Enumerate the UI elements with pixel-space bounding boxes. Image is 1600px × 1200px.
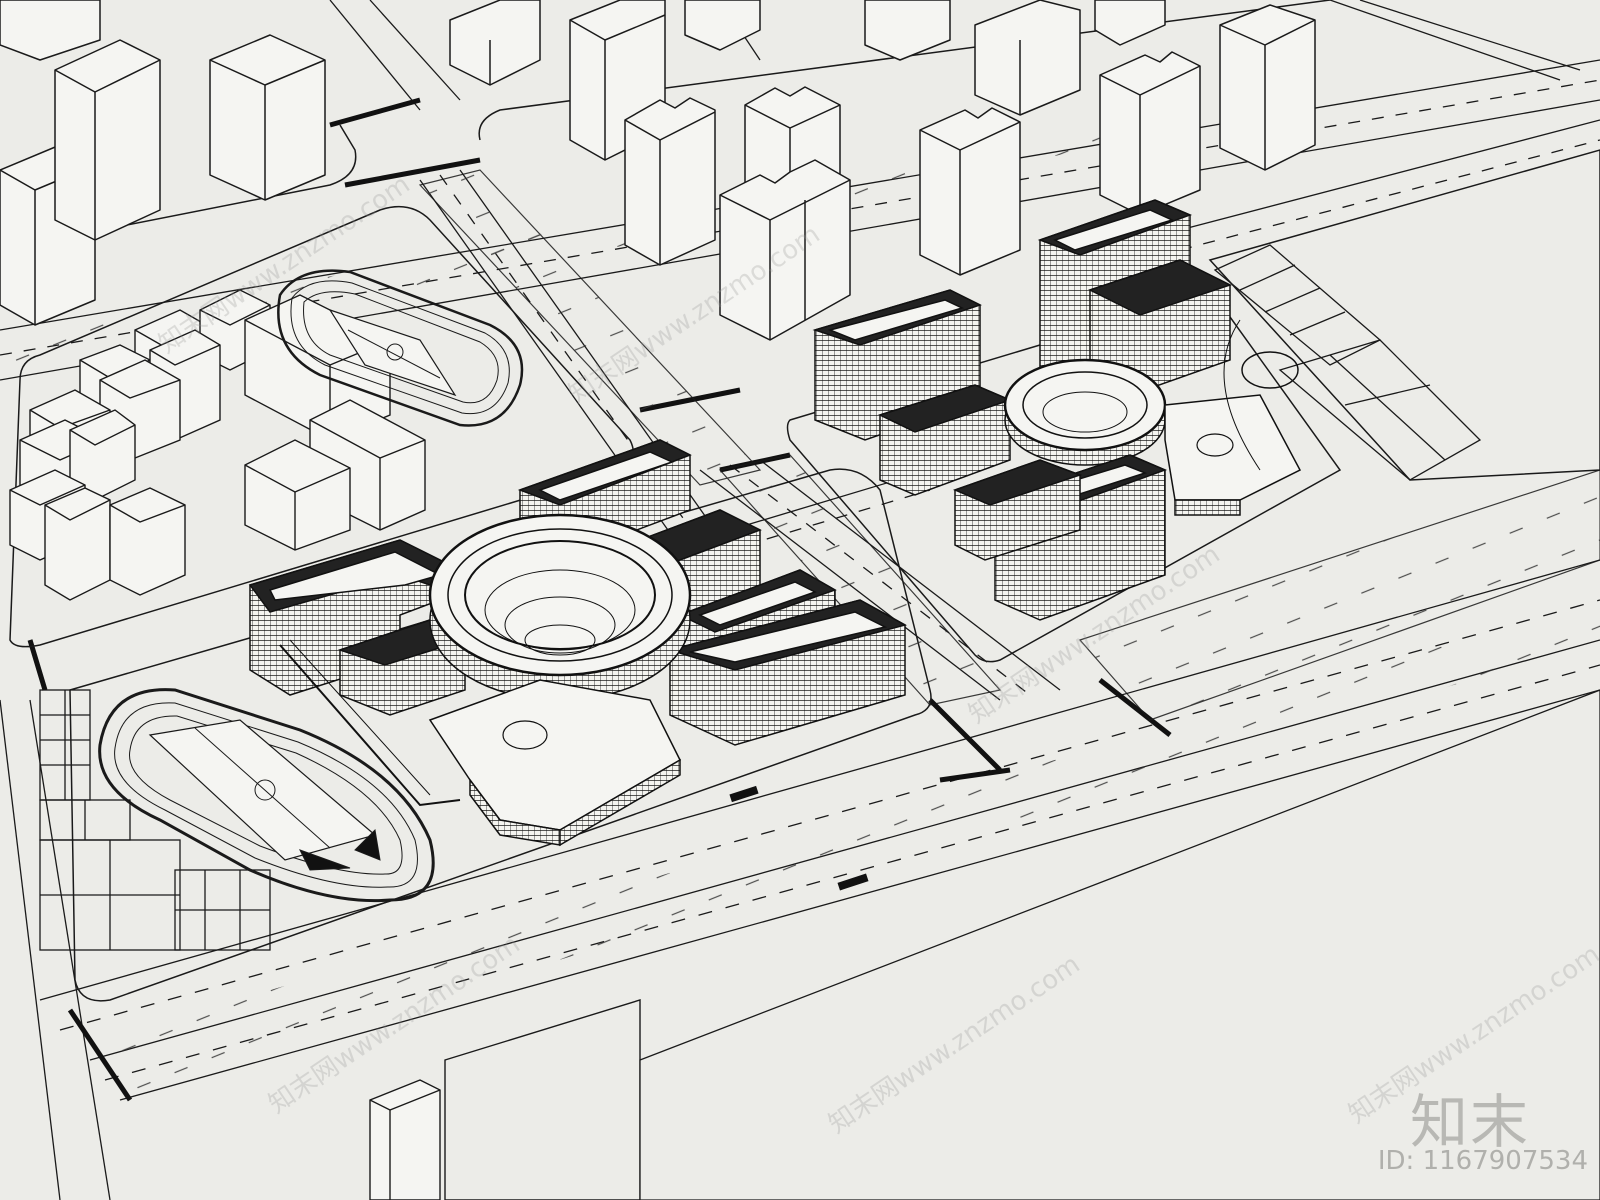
low-rise-cluster — [9, 289, 426, 601]
tower-c — [209, 34, 326, 201]
running-track-upper — [277, 269, 524, 427]
podium-building — [428, 679, 681, 847]
right-west-annex — [877, 384, 1013, 496]
tower-k — [919, 107, 1021, 276]
right-south-annex — [952, 459, 1083, 561]
school-campus-left — [248, 439, 907, 847]
tower-m — [1099, 51, 1201, 216]
tower-e — [449, 0, 541, 86]
right-podium — [1164, 394, 1302, 516]
central-ring-building — [428, 513, 692, 701]
lower-right-parcel — [639, 689, 1600, 1200]
east-wing-lower — [667, 599, 907, 746]
court-grid-left — [39, 689, 271, 951]
tower-p — [864, 0, 951, 61]
tower-l — [974, 0, 1081, 116]
right-ring-building — [1003, 358, 1167, 466]
tower-g — [624, 97, 716, 266]
tower-b — [54, 39, 161, 241]
tower-d — [0, 0, 101, 61]
school-campus-right — [812, 199, 1302, 621]
context-towers — [0, 0, 1316, 341]
court-grid-right — [1213, 244, 1482, 481]
running-track-lower — [98, 688, 435, 903]
tower-o — [1094, 0, 1166, 46]
watermark-id: ID: 1167907534 — [1377, 1146, 1588, 1176]
tower-j — [684, 0, 761, 51]
tower-n — [1219, 4, 1316, 171]
vehicles — [729, 785, 869, 891]
watermark-logo: 知末 — [1409, 1088, 1530, 1156]
tower-bottom — [369, 999, 641, 1200]
tower-i — [719, 159, 851, 341]
